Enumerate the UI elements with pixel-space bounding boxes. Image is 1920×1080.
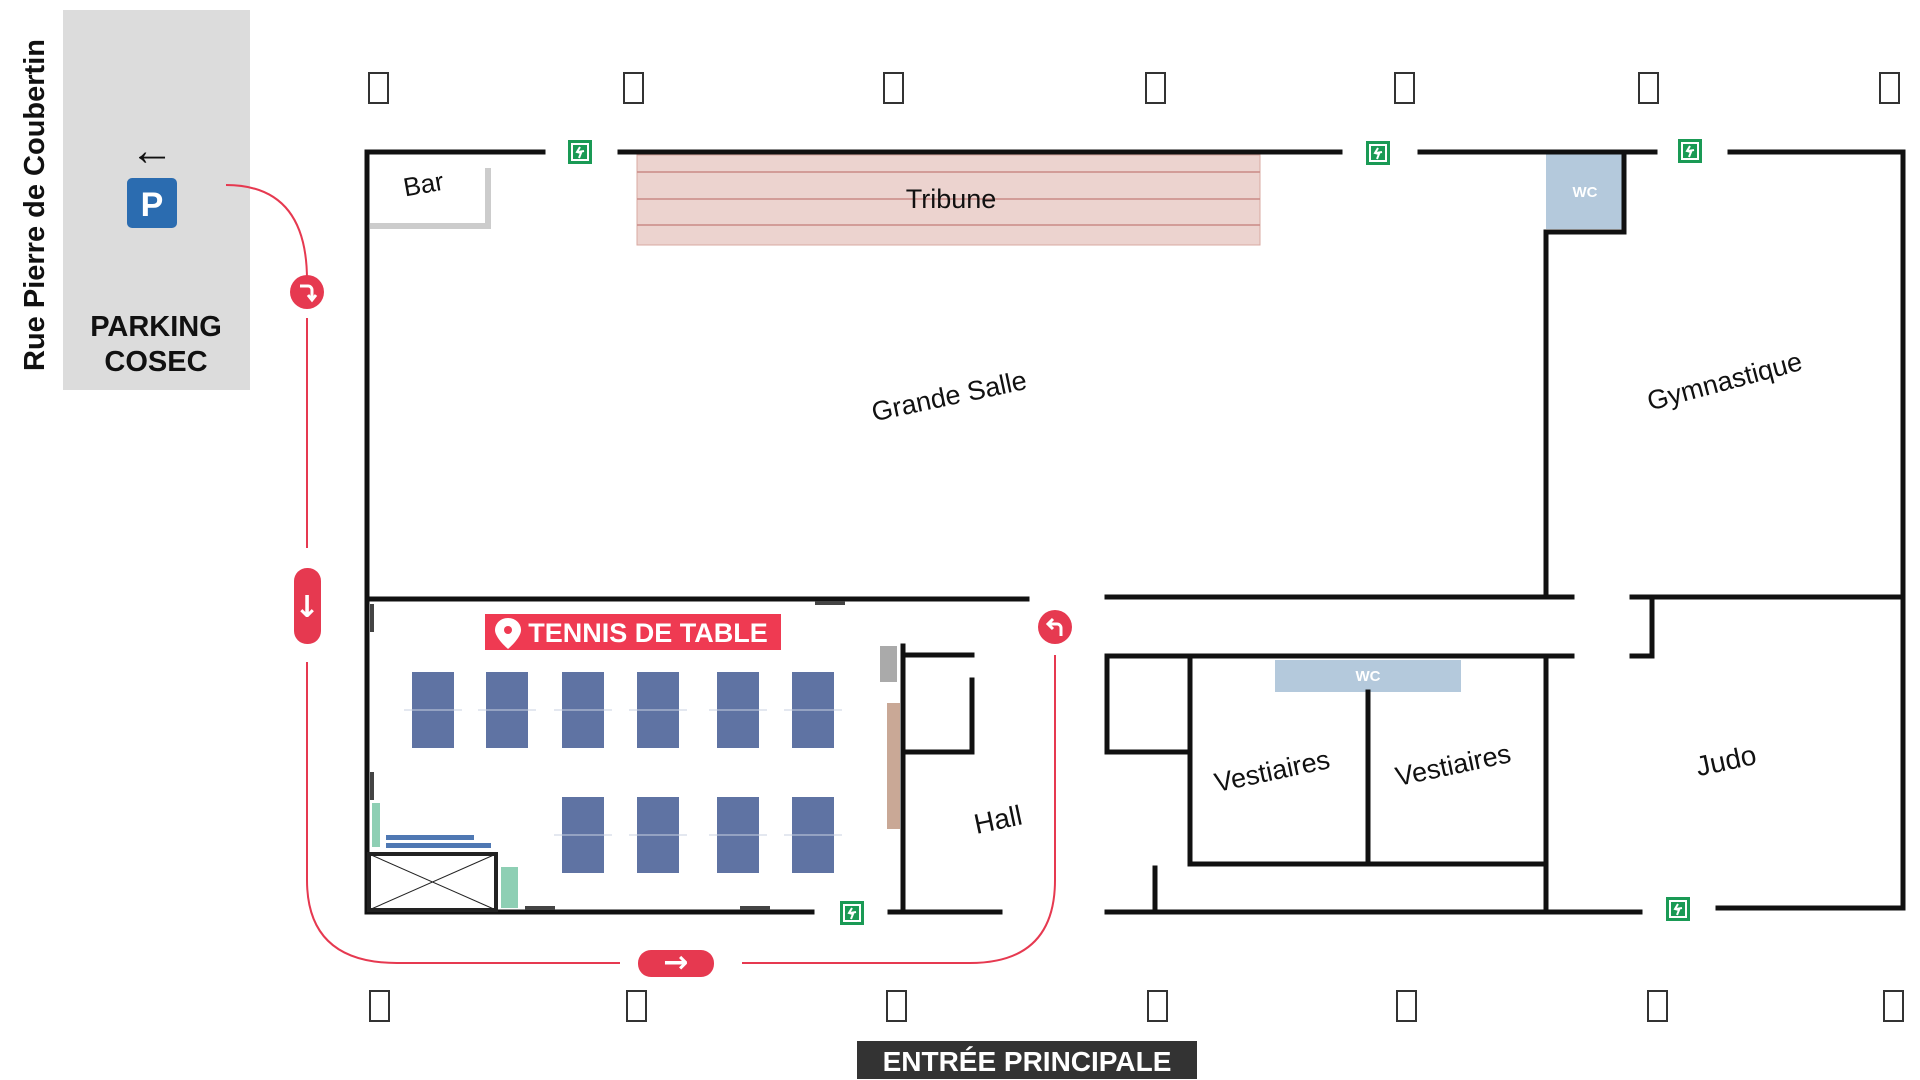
- hall-label: Hall: [971, 800, 1025, 840]
- tree-marker: [1147, 990, 1168, 1022]
- tribune-seating: [636, 154, 1261, 246]
- turn-right-icon: [290, 275, 324, 309]
- route-arrow-down-glyph: ↓: [294, 590, 319, 625]
- emergency-exit-icon: [840, 901, 864, 925]
- street-label: Rue Pierre de Coubertin: [19, 39, 51, 371]
- route-arrow-right-glyph: →: [663, 945, 688, 980]
- access-route: [225, 184, 1056, 964]
- ping-pong-table: [784, 797, 842, 873]
- bar-label: Bar: [401, 166, 446, 203]
- ping-pong-table: [709, 672, 767, 748]
- tennis-de-table-label: TENNIS DE TABLE: [528, 618, 768, 648]
- tennis-de-table-banner: TENNIS DE TABLE: [485, 614, 781, 650]
- route-arrow-right: →: [638, 945, 714, 980]
- tree-marker: [623, 72, 644, 104]
- tree-marker: [1145, 72, 1166, 104]
- emergency-exit-icon: [1666, 897, 1690, 921]
- emergency-exit-icon: [568, 140, 592, 164]
- ping-pong-tables: [404, 672, 842, 873]
- tree-marker: [1396, 990, 1417, 1022]
- parking-sign-letter: P: [141, 186, 164, 224]
- tree-marker: [886, 990, 907, 1022]
- tree-marker: [369, 990, 390, 1022]
- wc-middle-label: WC: [1356, 668, 1381, 685]
- tree-marker: [368, 72, 389, 104]
- ping-pong-table: [629, 797, 687, 873]
- emergency-exit-icon: [1678, 139, 1702, 163]
- tree-marker: [1394, 72, 1415, 104]
- ping-pong-table: [404, 672, 462, 748]
- parking-label-line2: COSEC: [104, 346, 207, 378]
- tree-marker: [1638, 72, 1659, 104]
- wc-top-area: [1546, 153, 1622, 229]
- tribune-label: Tribune: [906, 184, 997, 214]
- ping-pong-table: [629, 672, 687, 748]
- parking-label-line1: PARKING: [90, 311, 222, 343]
- ping-pong-table: [554, 797, 612, 873]
- ping-pong-table: [784, 672, 842, 748]
- tree-marker: [1647, 990, 1668, 1022]
- turn-left-icon: [1038, 610, 1072, 644]
- vestiaires-2-label: Vestiaires: [1393, 738, 1514, 792]
- wc-top-label: WC: [1573, 184, 1598, 201]
- tree-markers: [368, 72, 1904, 1022]
- main-entrance-label: ENTRÉE PRINCIPALE: [883, 1046, 1172, 1077]
- ping-pong-table: [554, 672, 612, 748]
- emergency-exit-icon: [1366, 141, 1390, 165]
- main-entrance-banner: [857, 1041, 1197, 1079]
- tree-marker: [1879, 72, 1900, 104]
- parking-arrow-icon: ←: [130, 126, 174, 175]
- tree-marker: [1883, 990, 1904, 1022]
- map-pin-icon: [495, 618, 521, 649]
- ping-pong-table: [709, 797, 767, 873]
- route-arrow-down: ↓: [294, 568, 321, 644]
- grande-salle-label: Grande Salle: [869, 365, 1029, 427]
- vestiaires-1-label: Vestiaires: [1212, 744, 1333, 798]
- tennis-room-fixtures: [367, 601, 900, 912]
- wc-middle-area: [1275, 660, 1461, 692]
- gymnastique-label: Gymnastique: [1644, 346, 1805, 416]
- ping-pong-table: [478, 672, 536, 748]
- building-walls: [364, 149, 1906, 915]
- tree-marker: [883, 72, 904, 104]
- parking-sign-icon: P: [127, 178, 177, 228]
- tree-marker: [626, 990, 647, 1022]
- judo-label: Judo: [1693, 739, 1759, 782]
- bar-counter: [370, 168, 491, 229]
